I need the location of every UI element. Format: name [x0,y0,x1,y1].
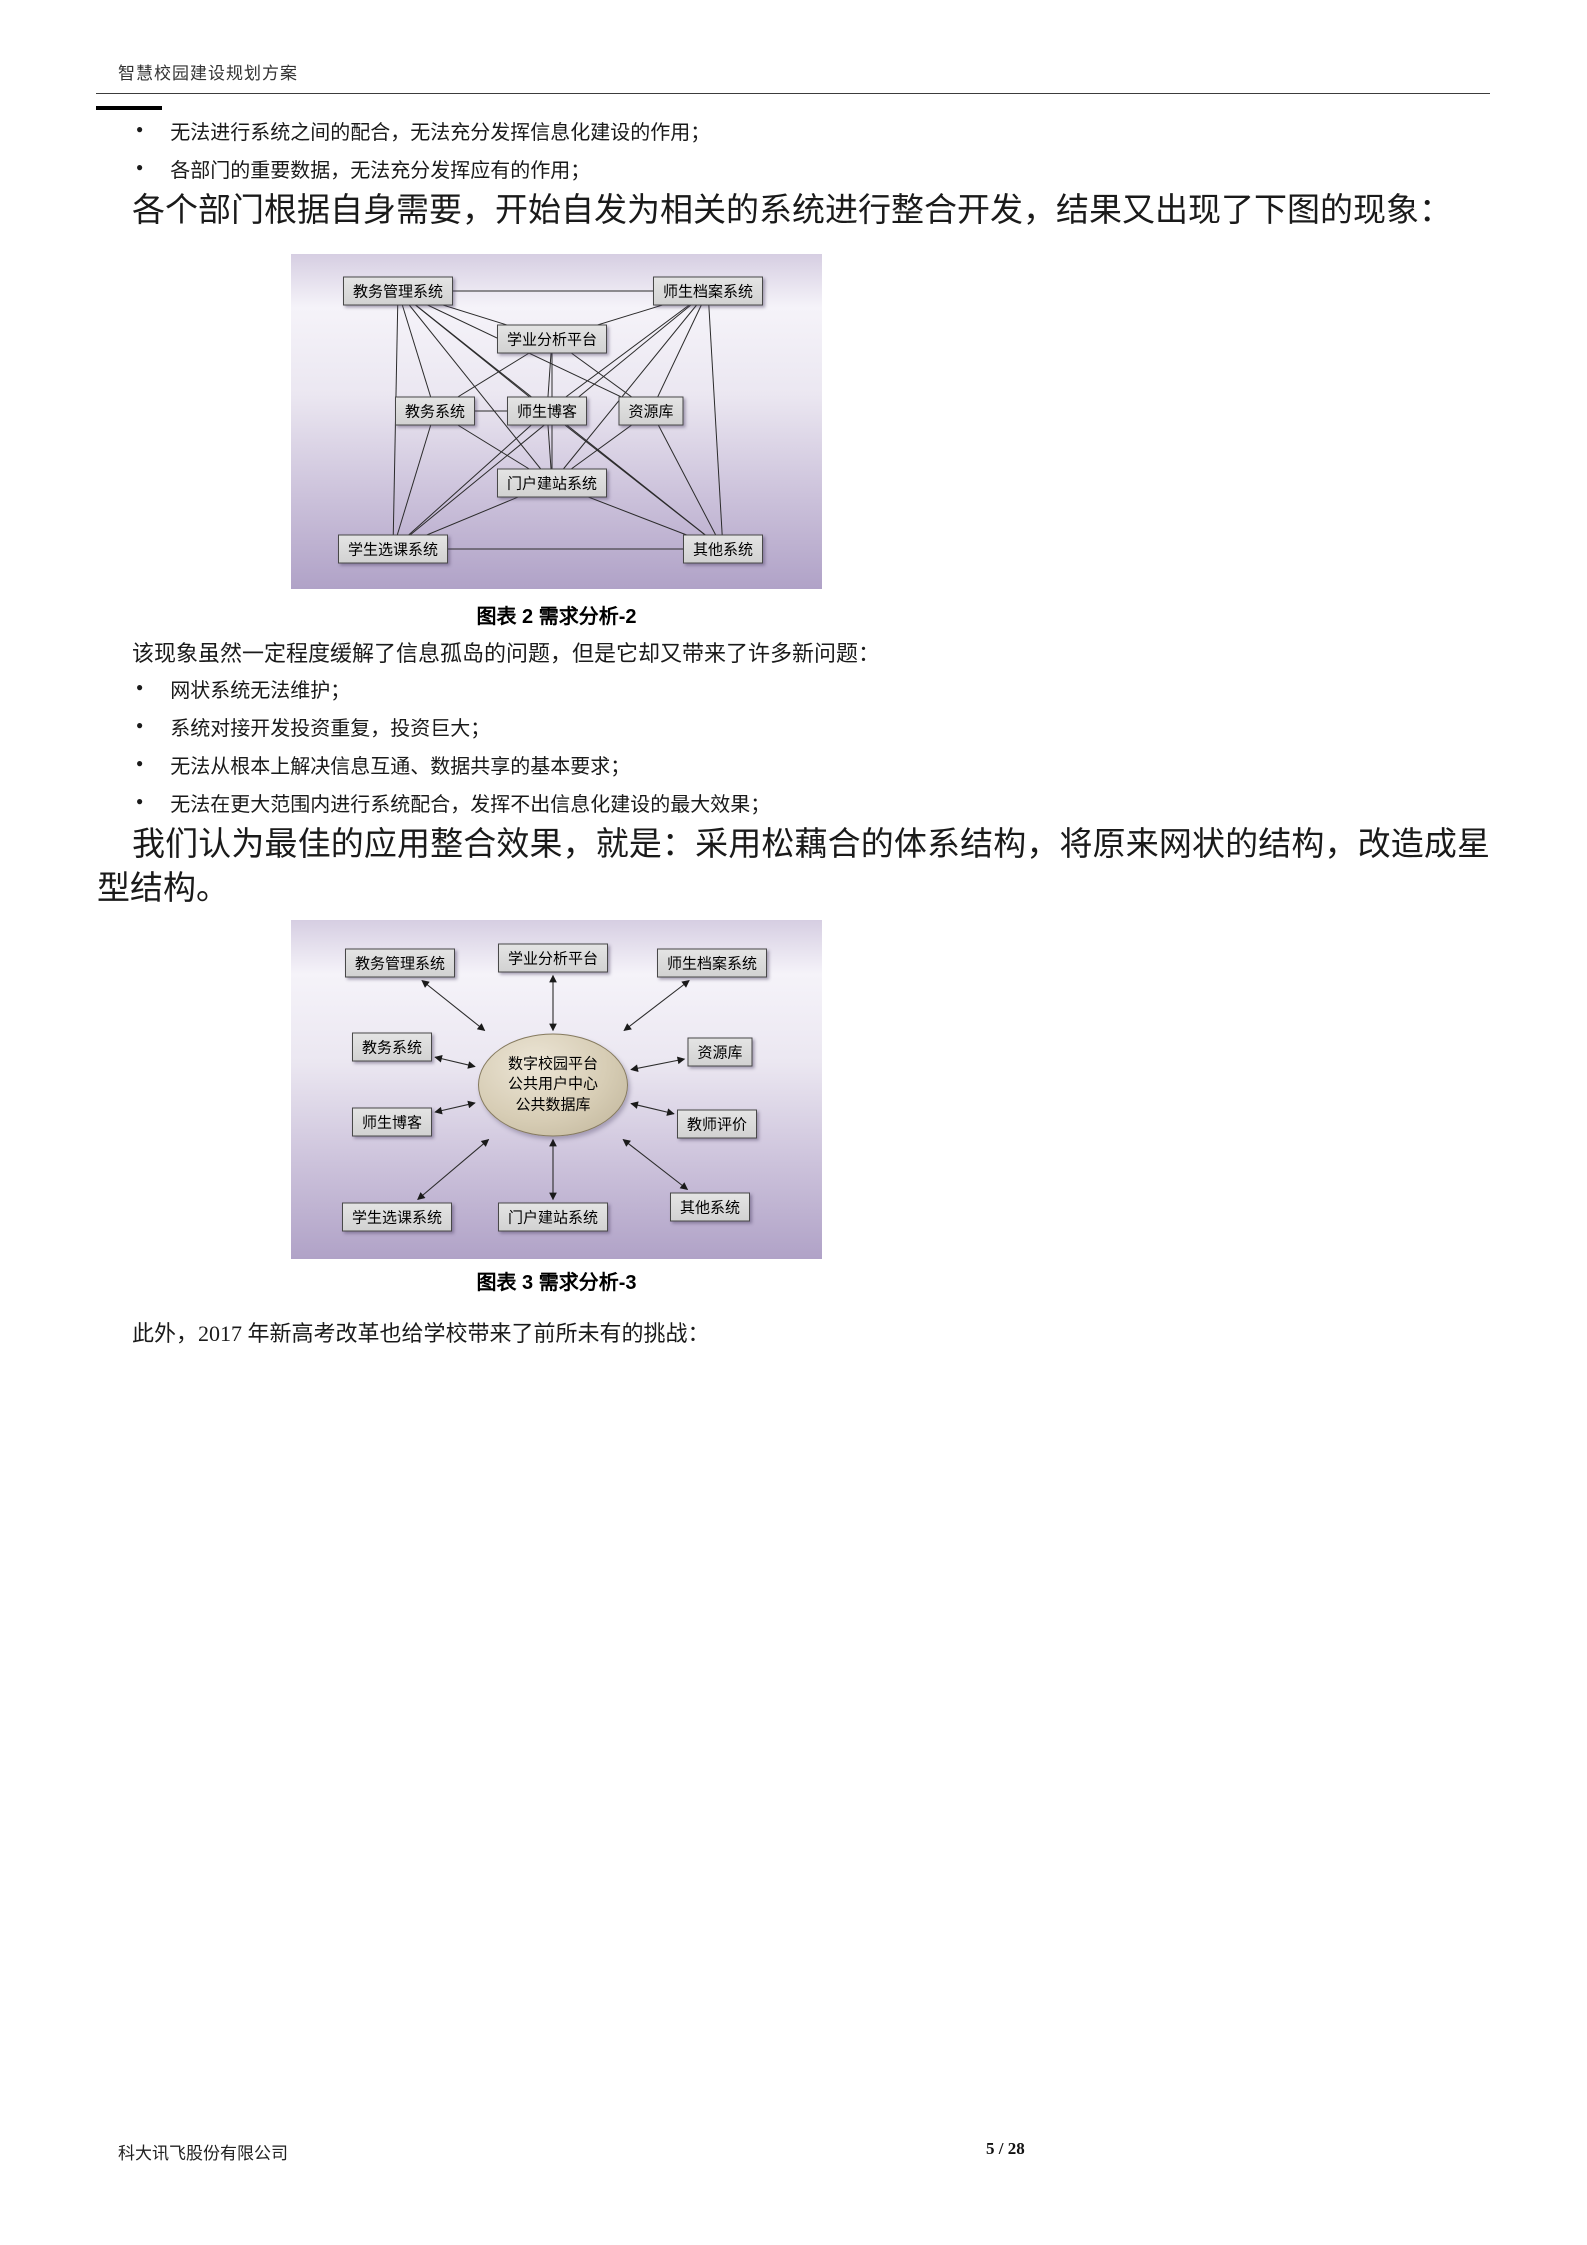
hub-line: 公共数据库 [515,1096,591,1114]
diagram-node: 资源库 [618,396,684,426]
header-accent-bar [96,106,162,110]
bullet-text: 各部门的重要数据，无法充分发挥应有的作用； [170,160,591,182]
diagram-hub-node: 数字校园平台 公共用户中心 公共数据库 [478,1033,628,1137]
bullet-icon: ● [136,718,144,732]
bullet-text: 无法从根本上解决信息互通、数据共享的基本要求； [170,756,631,778]
bullet-item: ● 网状系统无法维护； [136,674,350,703]
diagram-node: 学业分析平台 [497,943,609,973]
bullet-icon: ● [136,122,144,136]
para-star-structure: 我们认为最佳的应用整合效果，就是：采用松藕合的体系结构，将原来网状的结构，改造成… [97,827,1490,907]
bullet-item: ● 系统对接开发投资重复，投资巨大； [136,712,490,741]
diagram-node: 师生博客 [351,1107,433,1137]
bullet-icon: ● [136,794,144,808]
para-department-integration: 各个部门根据自身需要，开始自发为相关的系统进行整合开发，结果又出现了下图的现象： [132,193,1452,229]
para-gaokao-challenge: 此外，2017 年新高考改革也给学校带来了前所未有的挑战： [132,1321,710,1346]
diagram-node: 师生档案系统 [656,948,768,978]
header-title: 智慧校园建设规划方案 [118,64,298,83]
bullet-text: 无法在更大范围内进行系统配合，发挥不出信息化建设的最大效果； [170,794,771,816]
bullet-icon: ● [136,756,144,770]
diagram-node: 教务管理系统 [344,948,456,978]
diagram-node: 师生档案系统 [652,276,764,306]
figure-star-diagram: 数字校园平台 公共用户中心 公共数据库 教务管理系统 学业分析平台 师生档案系统… [291,920,822,1259]
diagram-node: 其他系统 [682,534,764,564]
bullet-item: ● 各部门的重要数据，无法充分发挥应有的作用； [136,154,590,183]
bullet-text: 系统对接开发投资重复，投资巨大； [170,718,491,740]
figure-caption-2: 图表 2 需求分析-2 [476,606,637,628]
diagram-node: 学生选课系统 [341,1202,453,1232]
diagram-node: 教务系统 [351,1032,433,1062]
diagram-node: 学生选课系统 [337,534,449,564]
diagram-node: 教务系统 [394,396,476,426]
bullet-text: 无法进行系统之间的配合，无法充分发挥信息化建设的作用； [170,122,711,144]
para-new-problems-intro: 该现象虽然一定程度缓解了信息孤岛的问题，但是它却又带来了许多新问题： [132,641,881,666]
footer-company: 科大讯飞股份有限公司 [118,2144,288,2163]
bullet-item: ● 无法从根本上解决信息互通、数据共享的基本要求； [136,750,630,779]
bullet-item: ● 无法在更大范围内进行系统配合，发挥不出信息化建设的最大效果； [136,788,770,817]
hub-line: 公共用户中心 [507,1075,598,1093]
diagram-node: 门户建站系统 [496,468,608,498]
diagram-node: 教务管理系统 [342,276,454,306]
diagram-node: 资源库 [687,1037,753,1067]
diagram-node: 学业分析平台 [496,324,608,354]
diagram-node: 师生博客 [506,396,588,426]
diagram-node: 其他系统 [669,1192,751,1222]
diagram-edge-layer [417,974,690,1201]
diagram-node: 门户建站系统 [497,1202,609,1232]
diagram-node: 教师评价 [676,1109,758,1139]
bullet-item: ● 无法进行系统之间的配合，无法充分发挥信息化建设的作用； [136,116,710,145]
hub-line: 数字校园平台 [507,1055,598,1073]
footer-page-number: 5 / 28 [986,2139,1025,2158]
bullet-icon: ● [136,680,144,694]
header-rule [96,93,1490,94]
bullet-icon: ● [136,160,144,174]
bullet-text: 网状系统无法维护； [170,680,351,702]
figure-caption-3: 图表 3 需求分析-3 [476,1272,637,1294]
figure-mesh-diagram: 教务管理系统 师生档案系统 学业分析平台 教务系统 师生博客 资源库 门户建站系… [291,254,822,589]
